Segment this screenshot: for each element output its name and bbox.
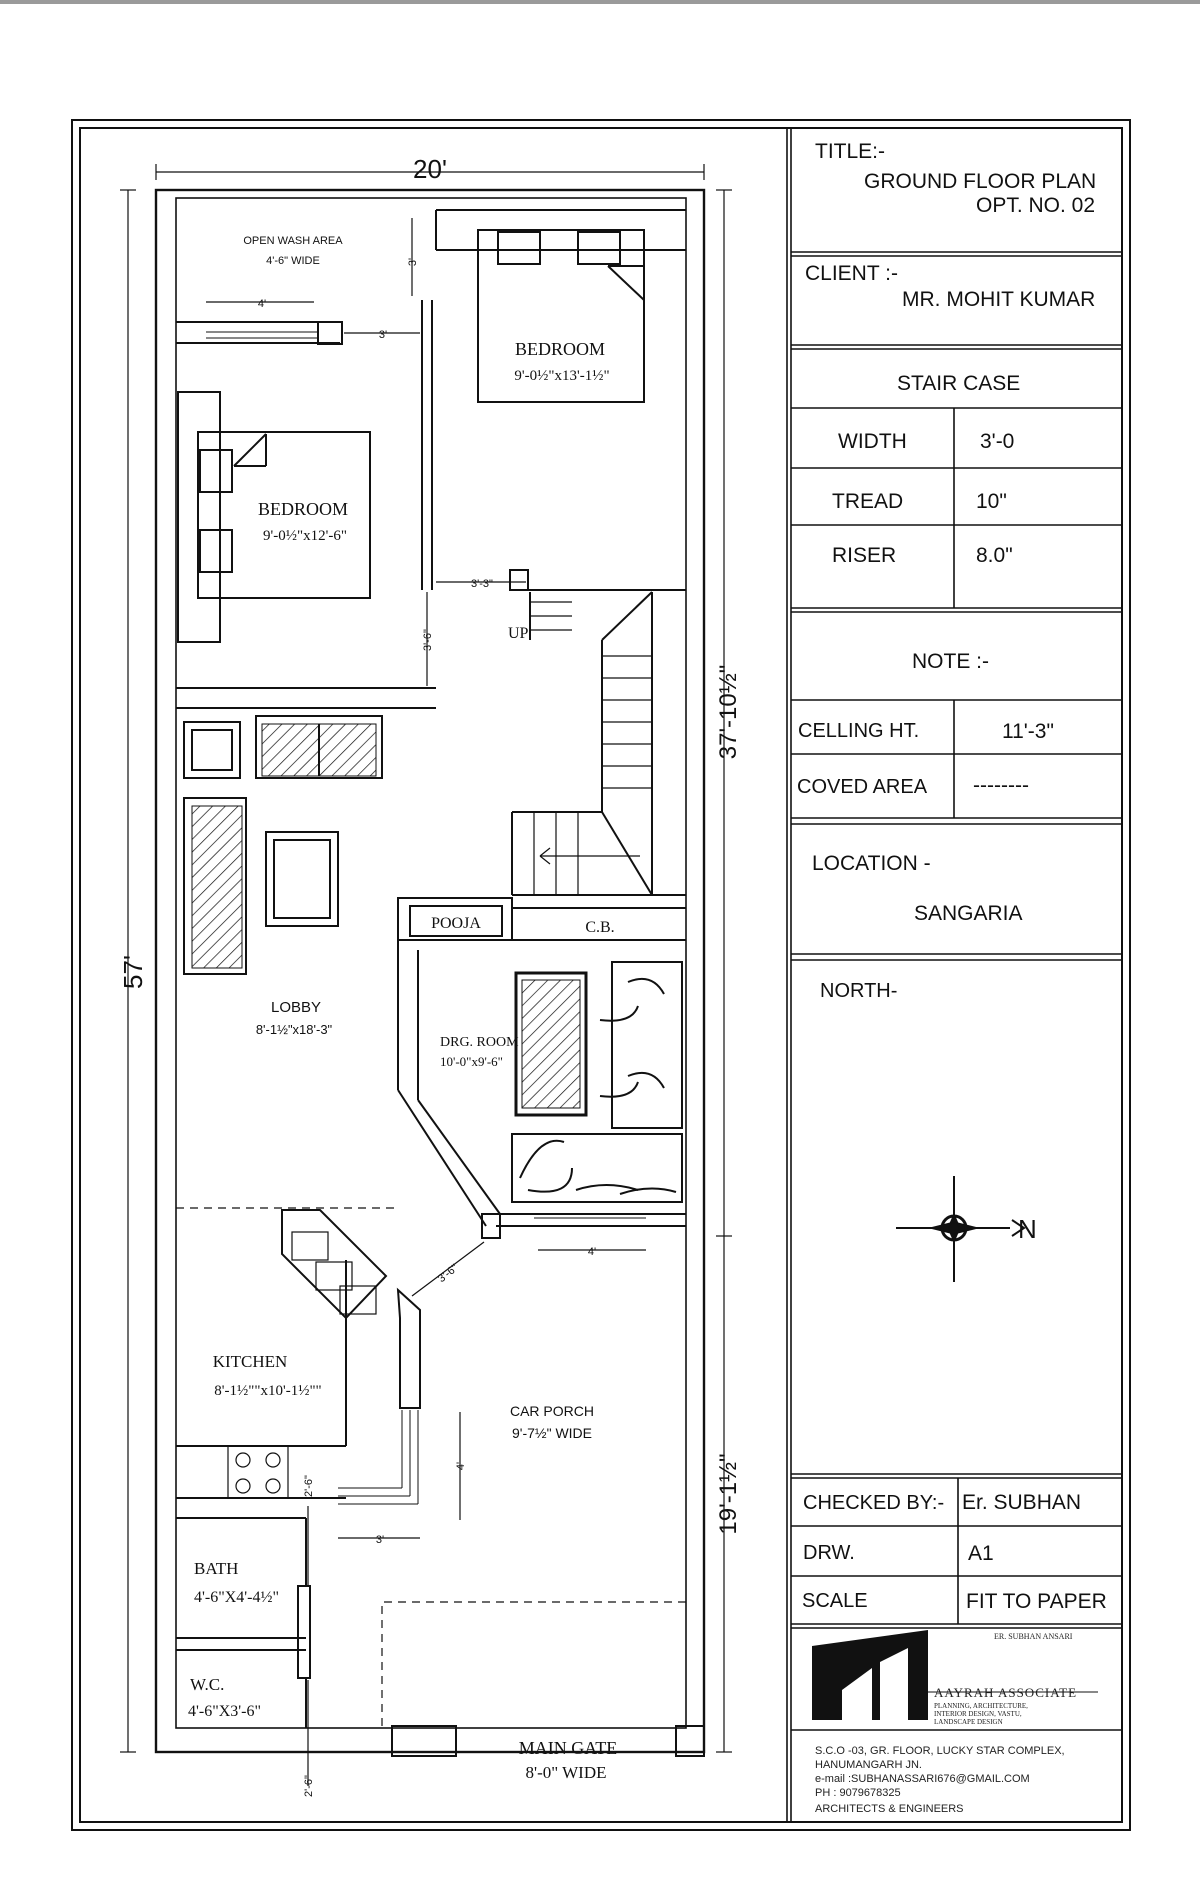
dim-wc-2-6: 2'-6" bbox=[303, 1775, 315, 1797]
wc-size: 4'-6"X3'-6" bbox=[188, 1703, 261, 1720]
address-email: e-mail :SUBHANASSARI676@GMAIL.COM bbox=[815, 1773, 1030, 1785]
staircase-tread-value: 10" bbox=[976, 490, 1007, 513]
note-ceiling-value: 11'-3" bbox=[1002, 720, 1054, 743]
dim-porch-4: 4' bbox=[455, 1462, 467, 1470]
bedroom-2-name: BEDROOM bbox=[258, 499, 348, 519]
note-header: NOTE :- bbox=[912, 650, 989, 673]
client-label: CLIENT :- bbox=[805, 262, 898, 285]
drg-room-size: 10'-0"x9'-6" bbox=[440, 1054, 503, 1069]
dim-length: 57' bbox=[118, 955, 148, 989]
staircase-riser-value: 8.0" bbox=[976, 544, 1013, 567]
staircase-width-value: 3'-0 bbox=[980, 430, 1015, 453]
dim-wash-side-3: 3' bbox=[407, 258, 419, 266]
firm-name: AAYRAH ASSOCIATE bbox=[934, 1685, 1078, 1700]
firm-services-2: INTERIOR DESIGN, VASTU, bbox=[934, 1710, 1022, 1718]
firm-logo-icon bbox=[812, 1630, 1098, 1720]
dim-wash-4: 4' bbox=[258, 298, 266, 310]
drw-label: DRW. bbox=[803, 1542, 855, 1564]
checked-by-value: Er. SUBHAN bbox=[962, 1491, 1082, 1514]
staircase-tread-label: TREAD bbox=[832, 490, 904, 513]
checked-by-label: CHECKED BY:- bbox=[803, 1492, 945, 1514]
stair-up-label: UP bbox=[508, 625, 529, 642]
dim-bath-2-6: 2'-6" bbox=[303, 1475, 315, 1497]
dim-rear: 37'-10½" bbox=[715, 665, 742, 760]
note-covered-value: -------- bbox=[973, 774, 1029, 797]
north-letter: N bbox=[1018, 1214, 1037, 1244]
bath-name: BATH bbox=[194, 1559, 238, 1578]
client-name: MR. MOHIT KUMAR bbox=[902, 288, 1096, 311]
staircase-width-label: WIDTH bbox=[838, 430, 907, 453]
pooja-name: POOJA bbox=[431, 915, 481, 932]
plan-labels: 20' 57' 37'-10½" 19'-1½" OPEN WASH AREA … bbox=[118, 154, 742, 1797]
title-label: TITLE:- bbox=[815, 140, 886, 163]
dim-front: 19'-1½" bbox=[715, 1453, 742, 1534]
dim-bath-3: 3' bbox=[376, 1534, 384, 1546]
main-gate-name: MAIN GATE bbox=[519, 1738, 618, 1758]
bedroom-1-size: 9'-0½"x13'-1½" bbox=[514, 368, 609, 384]
dim-kit-3-6: 3'-6" bbox=[436, 1262, 461, 1285]
location-label: LOCATION - bbox=[812, 852, 931, 875]
scale-label: SCALE bbox=[802, 1590, 868, 1612]
address-line-1: S.C.O -03, GR. FLOOR, LUCKY STAR COMPLEX… bbox=[815, 1745, 1065, 1757]
address-line-2: HANUMANGARH JN. bbox=[815, 1759, 922, 1771]
kitchen-name: KITCHEN bbox=[213, 1352, 288, 1371]
bedroom-1-name: BEDROOM bbox=[515, 339, 605, 359]
title-block-grid bbox=[786, 128, 1123, 1822]
drw-value: A1 bbox=[968, 1542, 994, 1565]
north-arrow-icon bbox=[896, 1176, 1026, 1282]
main-gate-size: 8'-0" WIDE bbox=[526, 1763, 607, 1782]
car-porch-name: CAR PORCH bbox=[510, 1403, 594, 1419]
drg-room-name: DRG. ROOM bbox=[440, 1035, 519, 1050]
dim-bed-3-6: 3'-6" bbox=[422, 629, 434, 651]
bath-size: 4'-6"X4'-4½" bbox=[194, 1589, 279, 1606]
wc-name: W.C. bbox=[190, 1675, 224, 1694]
lobby-size: 8'-1½"x18'-3" bbox=[256, 1022, 333, 1037]
address-phone: PH : 9079678325 bbox=[815, 1787, 901, 1799]
firm-services-1: PLANNING, ARCHITECTURE, bbox=[934, 1702, 1028, 1710]
dim-bed-3-3: 3'-3" bbox=[471, 578, 493, 590]
cb-name: C.B. bbox=[585, 919, 614, 936]
title-line-1: GROUND FLOOR PLAN bbox=[864, 170, 1097, 193]
top-rule bbox=[0, 0, 1200, 4]
signature-text: ER. SUBHAN ANSARI bbox=[994, 1632, 1073, 1641]
staircase-header: STAIR CASE bbox=[897, 372, 1021, 395]
note-ceiling-label: CELLING HT. bbox=[798, 720, 920, 742]
location-value: SANGARIA bbox=[914, 902, 1023, 925]
note-covered-label: COVED AREA bbox=[797, 776, 928, 798]
outer-border bbox=[71, 119, 1131, 1831]
staircase-riser-label: RISER bbox=[832, 544, 897, 567]
north-label: NORTH- bbox=[820, 980, 898, 1002]
dim-wash-3: 3' bbox=[379, 329, 387, 341]
floor-plan bbox=[154, 188, 706, 1757]
scale-value: FIT TO PAPER bbox=[966, 1590, 1107, 1613]
dim-width: 20' bbox=[413, 154, 447, 184]
kitchen-size: 8'-1½""x10'-1½"" bbox=[214, 1383, 321, 1399]
car-porch-size: 9'-7½" WIDE bbox=[512, 1425, 592, 1441]
plot-boundary bbox=[154, 188, 706, 1754]
open-wash-area-name: OPEN WASH AREA bbox=[243, 235, 343, 247]
open-wash-area-size: 4'-6" WIDE bbox=[266, 255, 320, 267]
bedroom-2-size: 9'-0½"x12'-6" bbox=[263, 528, 347, 544]
inner-wall-line bbox=[175, 197, 687, 1729]
address-tagline: ARCHITECTS & ENGINEERS bbox=[815, 1803, 964, 1815]
title-line-2: OPT. NO. 02 bbox=[976, 194, 1096, 217]
lobby-name: LOBBY bbox=[271, 999, 321, 1016]
dim-drg-4: 4' bbox=[588, 1246, 596, 1258]
firm-services-3: LANDSCAPE DESIGN bbox=[934, 1718, 1003, 1726]
dimension-lines bbox=[120, 164, 732, 1786]
